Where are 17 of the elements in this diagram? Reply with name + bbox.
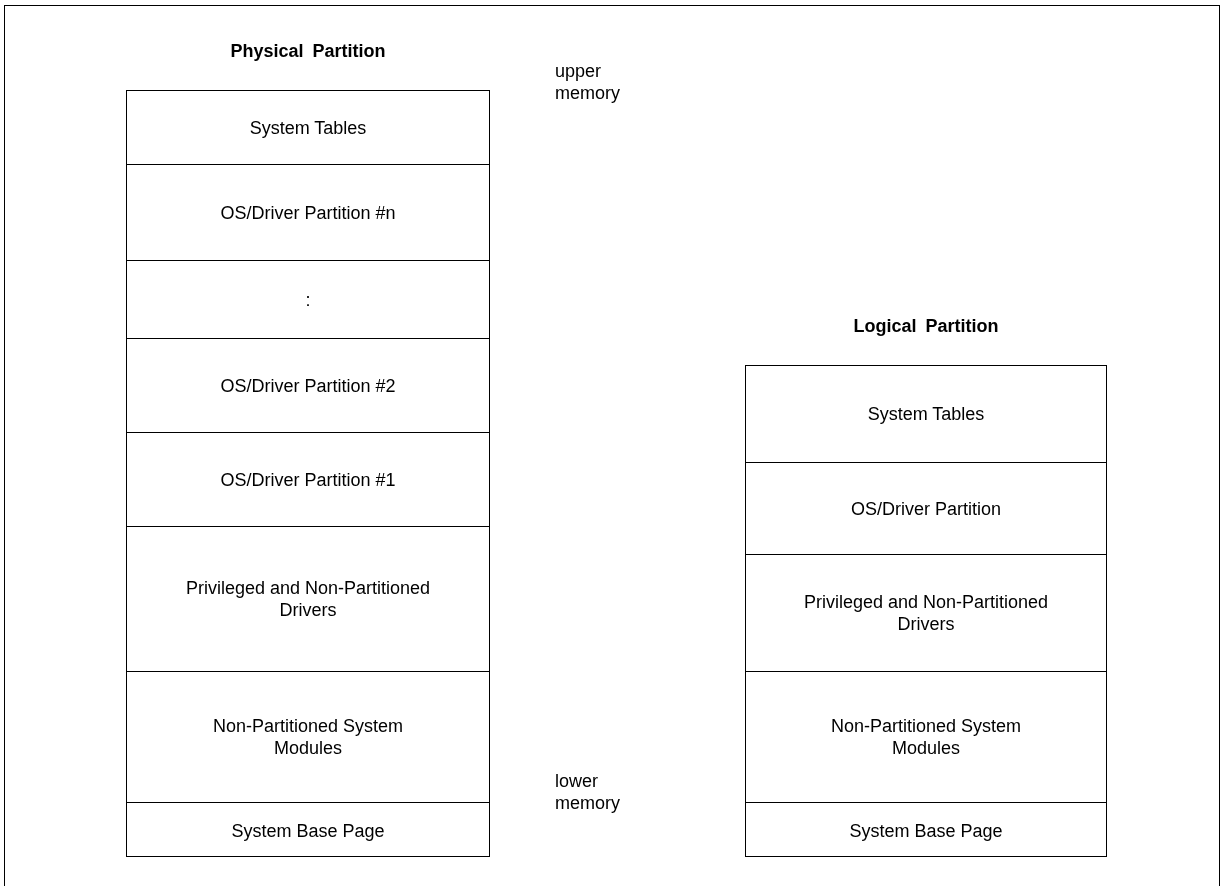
segment-label: Non-Partitioned System Modules [829,715,1023,759]
segment-label: OS/Driver Partition #2 [220,374,396,397]
segment-label: System Tables [249,116,367,139]
segment-label: System Base Page [231,819,385,842]
segment-label: Privileged and Non-Partitioned Drivers [184,577,432,621]
segment-label: OS/Driver Partition #n [220,201,396,224]
segment-label: OS/Driver Partition #1 [220,468,396,491]
segment-label: Non-Partitioned System Modules [211,715,405,759]
stack-heading: Logical Partition [853,316,999,337]
memory-label: upper memory [555,60,621,104]
memory-label: lower memory [555,770,621,814]
segment-label: Privileged and Non-Partitioned Drivers [802,591,1050,635]
segment-label: OS/Driver Partition [850,497,1001,520]
segment-label: : [305,288,311,311]
stack-heading: Physical Partition [230,41,386,62]
segment-label: System Tables [867,403,985,425]
segment-label: System Base Page [849,819,1003,842]
